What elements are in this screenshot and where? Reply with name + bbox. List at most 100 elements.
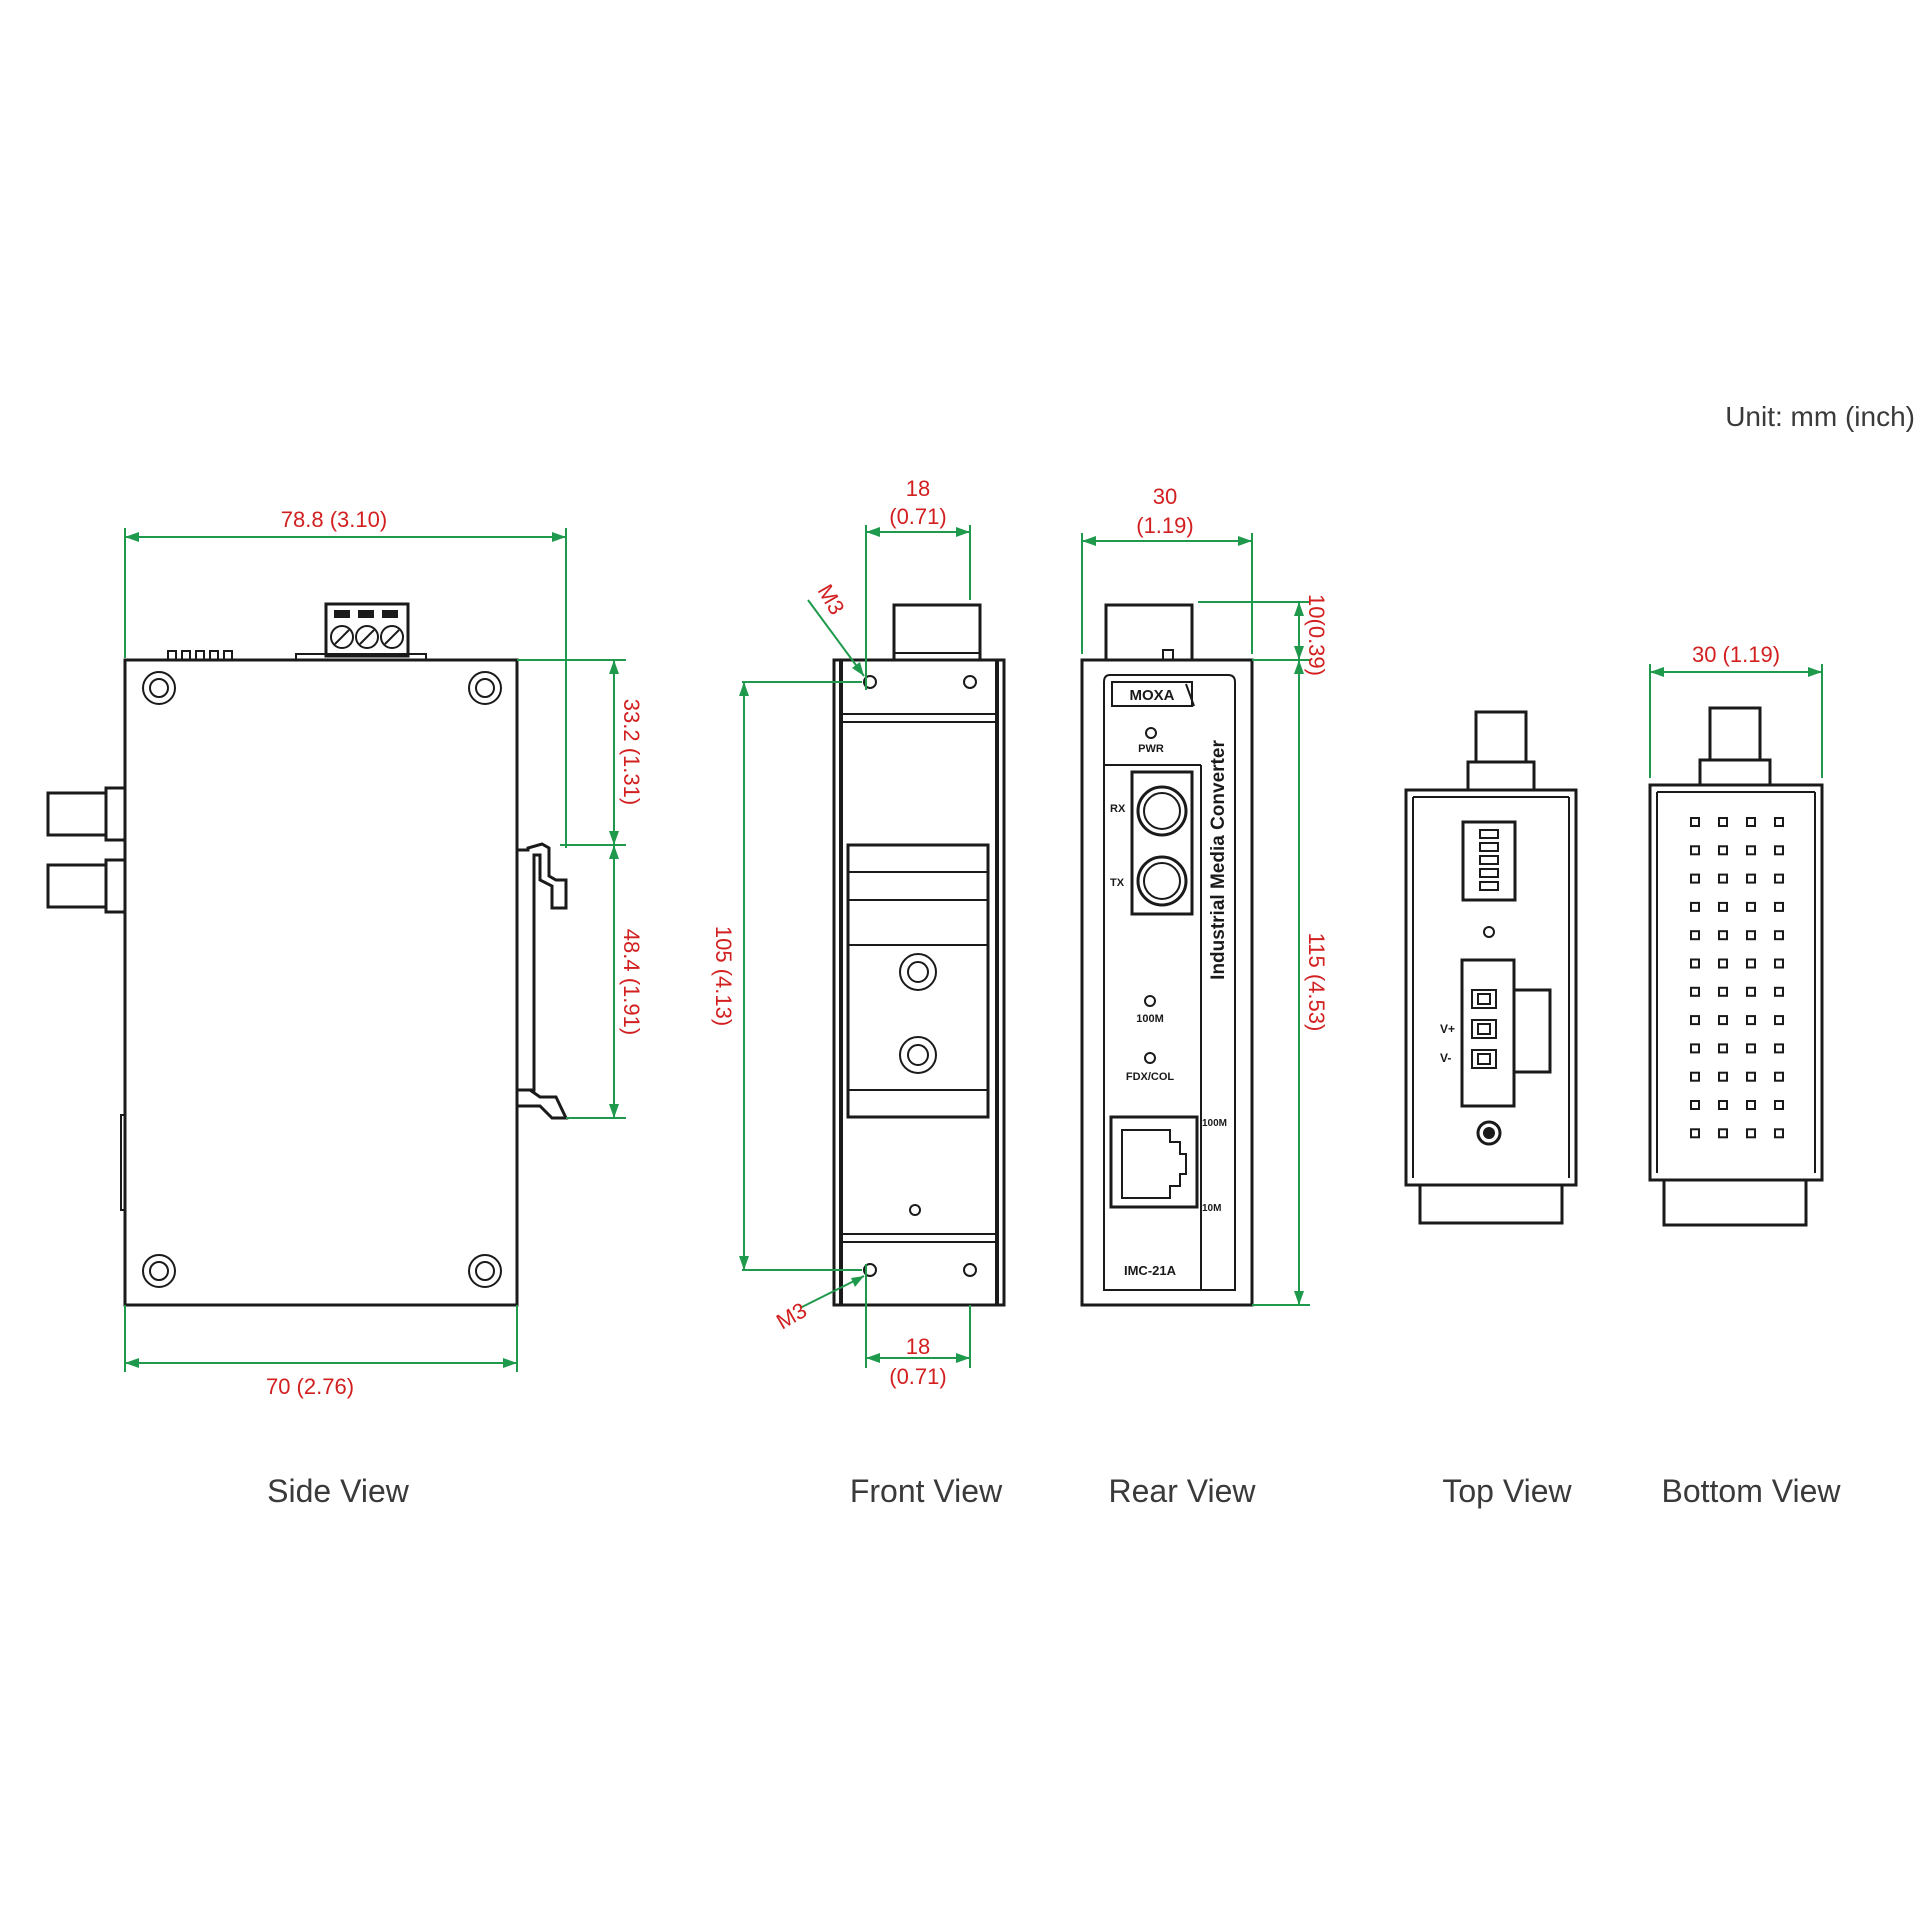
front-hole-top-left <box>863 675 877 689</box>
rear-top-connector <box>1104 603 1194 662</box>
side-dip-switch <box>167 650 233 661</box>
side-screw-bottom-right <box>468 1254 502 1288</box>
dim-front-top: 18 (0.71) <box>865 476 971 690</box>
vent-hole <box>1718 1128 1728 1139</box>
dim-rear-height: 10(0.39) 115 (4.53) <box>1198 594 1329 1306</box>
side-screw-top-right <box>468 671 502 705</box>
vent-hole <box>1774 930 1784 941</box>
vent-hole <box>1746 1015 1756 1026</box>
caption-bottom-view: Bottom View <box>1661 1473 1841 1509</box>
vent-hole <box>1690 901 1700 912</box>
vent-hole <box>1690 986 1700 997</box>
vent-hole <box>1746 1071 1756 1082</box>
vent-hole <box>1718 1043 1728 1054</box>
vent-hole <box>1718 901 1728 912</box>
svg-text:MOXA: MOXA <box>1130 687 1175 704</box>
side-screw-top-left <box>142 671 176 705</box>
vent-hole <box>1718 958 1728 969</box>
unit-label: Unit: mm (inch) <box>1725 401 1915 432</box>
vent-hole <box>1718 1015 1728 1026</box>
bottom-view: 30 (1.19) <box>1648 642 1824 1227</box>
top-dip-switch <box>1461 820 1517 902</box>
dim-rear-height-label: 115 (4.53) <box>1304 933 1329 1032</box>
rear-rj45-100m-label: 100M <box>1202 1118 1227 1129</box>
dim-side-lower-height-label: 48.4 (1.91) <box>619 929 644 1035</box>
top-body <box>1404 788 1578 1187</box>
vent-hole <box>1718 817 1728 827</box>
dim-front-bottom-inch: (0.71) <box>889 1364 946 1389</box>
rear-panel-outline <box>1103 674 1236 1291</box>
vent-hole <box>1774 1100 1784 1110</box>
dim-front-height: 105 (4.13) <box>711 681 862 1271</box>
vent-hole <box>1746 1100 1756 1110</box>
rear-rj45-port <box>1109 1115 1199 1209</box>
vent-hole <box>1774 1071 1784 1082</box>
vent-hole <box>1690 845 1700 856</box>
dim-front-bottom: 18 (0.71) <box>865 1264 971 1389</box>
bottom-body <box>1648 783 1824 1182</box>
dim-front-m3-top: M3 <box>807 580 865 677</box>
side-view: 78.8 (3.10) 70 (2.76) 33.2 (1.31) 48.4 (… <box>46 507 644 1399</box>
rear-led-pwr <box>1145 727 1157 739</box>
dim-side-top-width: 78.8 (3.10) <box>124 507 567 848</box>
dim-side-bottom-width: 70 (2.76) <box>124 1305 518 1399</box>
vent-hole <box>1718 986 1728 997</box>
vent-hole <box>1746 901 1756 912</box>
vent-hole <box>1690 817 1700 827</box>
vent-hole <box>1718 845 1728 856</box>
rear-port-tx <box>1136 855 1188 907</box>
rear-rj45-10m-label: 10M <box>1202 1203 1221 1214</box>
vent-hole <box>1690 1043 1700 1054</box>
vent-hole <box>1774 1015 1784 1026</box>
top-v-minus-label: V- <box>1440 1051 1451 1065</box>
rear-port-rx-label: RX <box>1110 803 1126 815</box>
rear-led-100m <box>1144 995 1156 1007</box>
vent-hole <box>1718 930 1728 941</box>
front-din-mount <box>846 843 990 1119</box>
top-v-plus-label: V+ <box>1440 1022 1455 1036</box>
dim-front-top-value: 18 <box>906 476 930 501</box>
vent-hole <box>1774 873 1784 884</box>
front-top-connector <box>892 603 982 662</box>
vent-hole <box>1746 1043 1756 1054</box>
vent-hole <box>1774 958 1784 969</box>
front-hole-bottom-right <box>963 1263 977 1277</box>
vent-hole <box>1690 1071 1700 1082</box>
vent-hole <box>1774 986 1784 997</box>
front-mount-screw-lower <box>899 1036 937 1074</box>
front-mount-screw-upper <box>899 953 937 991</box>
caption-front-view: Front View <box>850 1473 1003 1509</box>
vent-hole <box>1718 1100 1728 1110</box>
vent-hole <box>1690 930 1700 941</box>
dim-side-bottom-width-label: 70 (2.76) <box>266 1374 354 1399</box>
dim-front-height-label: 105 (4.13) <box>711 926 736 1026</box>
vent-hole <box>1774 845 1784 856</box>
rear-led-100m-label: 100M <box>1136 1013 1164 1025</box>
vent-hole <box>1690 1128 1700 1139</box>
vent-hole <box>1746 1128 1756 1139</box>
vent-hole <box>1690 1015 1700 1026</box>
rear-led-fdx <box>1144 1052 1156 1064</box>
vent-hole <box>1746 817 1756 827</box>
vent-hole <box>1774 1043 1784 1054</box>
rear-product-line: Industrial Media Converter <box>1208 740 1229 980</box>
vent-hole <box>1746 930 1756 941</box>
side-body <box>123 658 519 1307</box>
vent-hole <box>1746 986 1756 997</box>
rear-brand-logo <box>1111 681 1193 707</box>
side-screw-bottom-left <box>142 1254 176 1288</box>
vent-hole <box>1690 873 1700 884</box>
side-terminal-block <box>295 602 427 661</box>
vent-hole <box>1718 1071 1728 1082</box>
rear-model-label: IMC-21A <box>1124 1263 1177 1278</box>
front-hole-bottom-left <box>863 1263 877 1277</box>
rear-fiber-port <box>1130 770 1194 916</box>
bottom-vent-grid <box>1690 817 1784 1139</box>
vent-hole <box>1746 873 1756 884</box>
vent-hole <box>1774 1128 1784 1139</box>
vent-hole <box>1746 958 1756 969</box>
rear-port-tx-label: TX <box>1110 877 1125 889</box>
dim-front-m3-bottom-label: M3 <box>772 1297 811 1334</box>
dim-front-top-inch: (0.71) <box>889 504 946 529</box>
dim-side-upper-height-label: 33.2 (1.31) <box>619 699 644 805</box>
